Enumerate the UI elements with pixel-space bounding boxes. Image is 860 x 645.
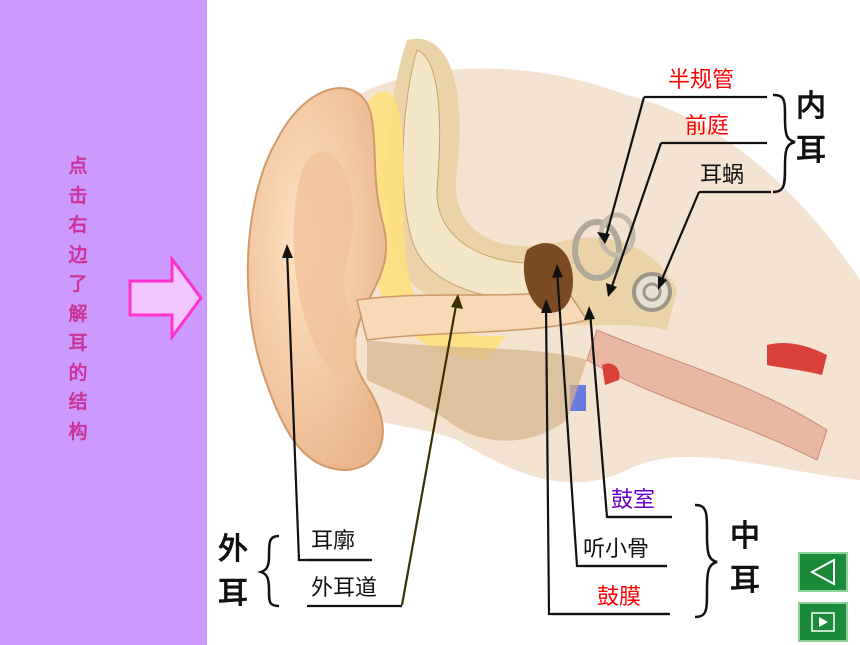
next-slide-button[interactable] [798, 602, 848, 642]
instruction-char: 点 [68, 155, 88, 177]
group-middle-ear: 中 耳 [727, 515, 763, 603]
group-outer-ear: 外 耳 [215, 528, 251, 616]
instruction-char: 击 [68, 184, 88, 207]
instruction-char: 解 [68, 302, 88, 325]
instruction-char: 结 [68, 391, 88, 413]
ear-diagram: 半规管 前庭 耳蜗 鼓室 听小骨 鼓膜 耳廓 外耳道 内 耳 中 耳 外 耳 [207, 0, 860, 645]
triangle-left-icon [809, 558, 835, 586]
label-eardrum: 鼓膜 [597, 585, 642, 610]
label-tympanic-cavity: 鼓室 [611, 488, 656, 513]
group-char: 内 [796, 89, 826, 124]
triangle-right-icon [811, 612, 835, 632]
label-ossicles: 听小骨 [583, 537, 650, 562]
label-vestibule: 前庭 [685, 114, 730, 139]
sidebar-panel: 点 击 右 边 了 解 耳 的 结 构 [0, 0, 207, 645]
instruction-char: 的 [68, 361, 88, 384]
instruction-char: 边 [68, 243, 88, 266]
instruction-text: 点 击 右 边 了 解 耳 的 结 构 [63, 152, 93, 447]
label-semicircular-canals: 半规管 [668, 68, 735, 93]
group-char: 耳 [796, 133, 826, 168]
group-char: 耳 [218, 576, 248, 611]
group-char: 耳 [730, 563, 760, 598]
group-char: 外 [218, 532, 248, 567]
arrow-right-icon [128, 256, 203, 340]
instruction-char: 右 [68, 214, 88, 236]
instruction-char: 了 [68, 273, 88, 295]
label-cochlea: 耳蜗 [700, 163, 745, 188]
label-ear-canal: 外耳道 [311, 576, 378, 601]
ear-illustration [246, 38, 860, 619]
instruction-char: 构 [68, 420, 88, 443]
instruction-char: 耳 [68, 332, 88, 354]
group-char: 中 [730, 519, 760, 554]
prev-slide-button[interactable] [798, 552, 848, 592]
group-inner-ear: 内 耳 [793, 85, 829, 173]
label-auricle: 耳廓 [311, 529, 356, 554]
